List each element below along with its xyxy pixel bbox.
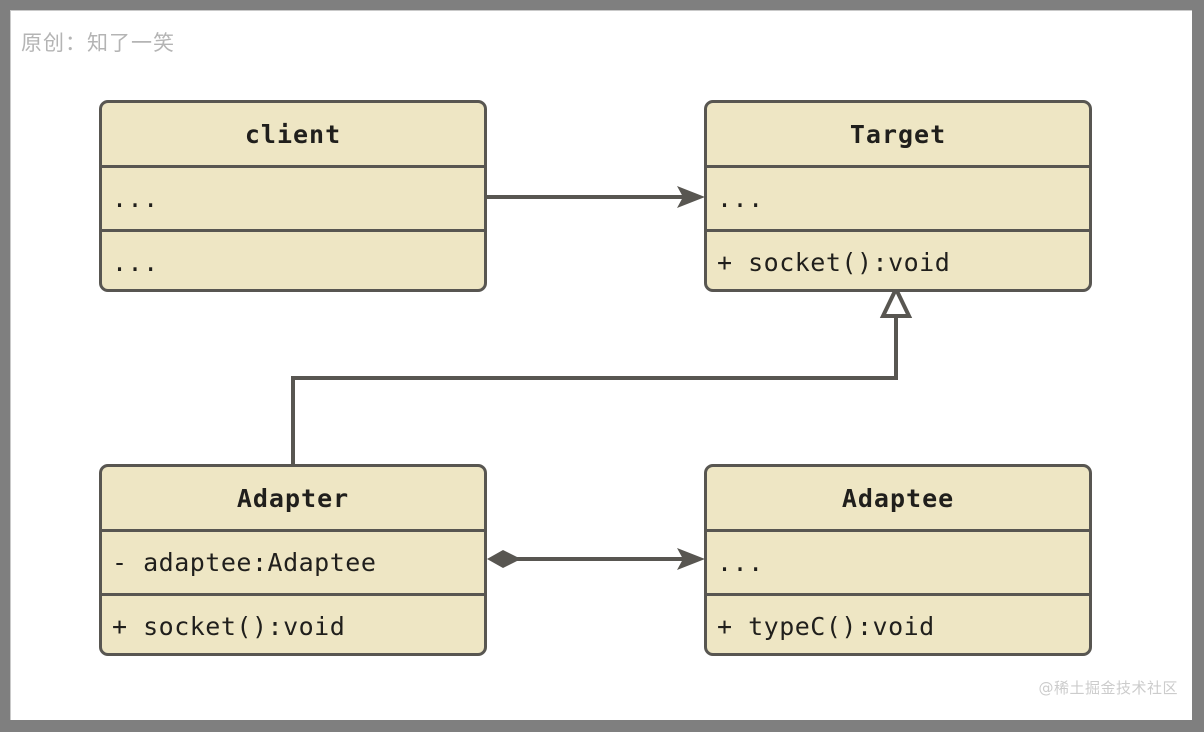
relation-adapter-to-adaptee xyxy=(487,548,705,570)
watermark-top-left: 原创：知了一笑 xyxy=(21,31,175,55)
class-name-client: client xyxy=(244,119,342,149)
watermark-bottom-right: @稀土掘金技术社区 xyxy=(1038,679,1178,697)
class-name-adaptee: Adaptee xyxy=(841,483,955,513)
class-operations-target: + socket():void xyxy=(707,229,1089,289)
class-attributes-adapter: - adaptee:Adaptee xyxy=(102,529,484,593)
class-attributes-adaptee: ... xyxy=(707,529,1089,593)
class-operations-adapter: + socket():void xyxy=(102,593,484,653)
class-box-adaptee[interactable]: Adaptee ... + typeC():void xyxy=(704,464,1092,656)
class-operations-adaptee: + typeC():void xyxy=(707,593,1089,653)
class-attributes-client: ... xyxy=(102,165,484,229)
class-attributes-target: ... xyxy=(707,165,1089,229)
relation-client-to-target xyxy=(487,186,705,208)
class-operations-client: ... xyxy=(102,229,484,289)
class-box-adapter[interactable]: Adapter - adaptee:Adaptee + socket():voi… xyxy=(99,464,487,656)
class-name-adapter: Adapter xyxy=(236,483,350,513)
class-box-client[interactable]: client ... ... xyxy=(99,100,487,292)
relation-adapter-to-target xyxy=(291,284,913,466)
class-box-target[interactable]: Target ... + socket():void xyxy=(704,100,1092,292)
class-name-target: Target xyxy=(849,119,947,149)
diagram-canvas: 原创：知了一笑 @稀土掘金技术社区 client ... xyxy=(10,10,1192,720)
